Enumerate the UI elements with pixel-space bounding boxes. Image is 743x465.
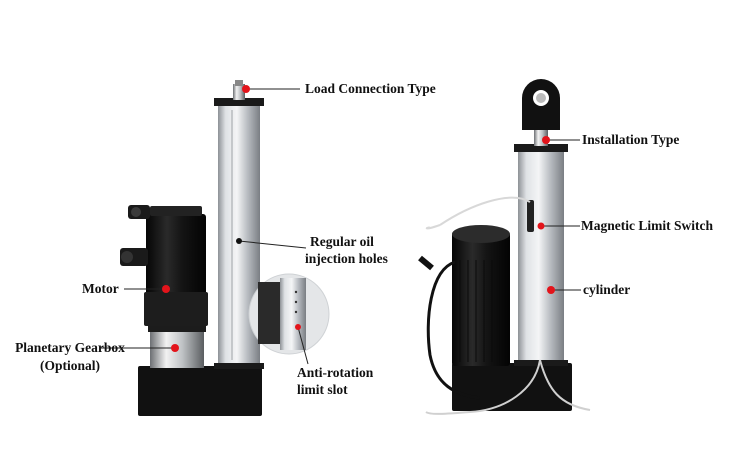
marker-limit-switch [537,222,545,230]
marker-motor [162,285,170,293]
label-regular-oil-line2: injection holes [305,251,388,266]
label-load-connection-type: Load Connection Type [305,81,436,96]
label-motor: Motor [82,281,119,296]
left-base-block [138,366,262,416]
label-planetary-line2: (Optional) [39,358,100,373]
label-magnetic-limit-switch: Magnetic Limit Switch [581,218,713,233]
power-cable [426,260,481,400]
marker-oil-hole [236,238,242,244]
label-anti-rotation-line1: Anti-rotation [297,365,374,380]
markers [162,85,555,352]
marker-installation [542,136,550,144]
label-installation-type: Installation Type [582,132,680,147]
left-actuator [120,80,330,416]
label-cylinder: cylinder [583,282,631,297]
right-aluminum-tube [518,150,564,364]
leader-anti-rotation [297,326,309,365]
leader-lines [101,88,581,365]
motor-body [146,214,206,296]
marker-gearbox [171,344,179,352]
label-regular-oil-line1: Regular oil [310,234,374,249]
marker-load-connection [242,85,250,93]
marker-anti-rotation [295,324,301,330]
marker-cylinder [547,286,555,294]
sensor-cable [439,196,531,226]
magnetic-limit-switch-sensor [527,200,534,232]
leader-oil-holes [238,240,307,249]
label-planetary-line1: Planetary Gearbox [15,340,125,355]
right-actuator [418,79,591,415]
label-anti-rotation-line2: limit slot [297,382,348,397]
right-base-block [452,363,572,411]
right-motor-body [452,232,510,366]
